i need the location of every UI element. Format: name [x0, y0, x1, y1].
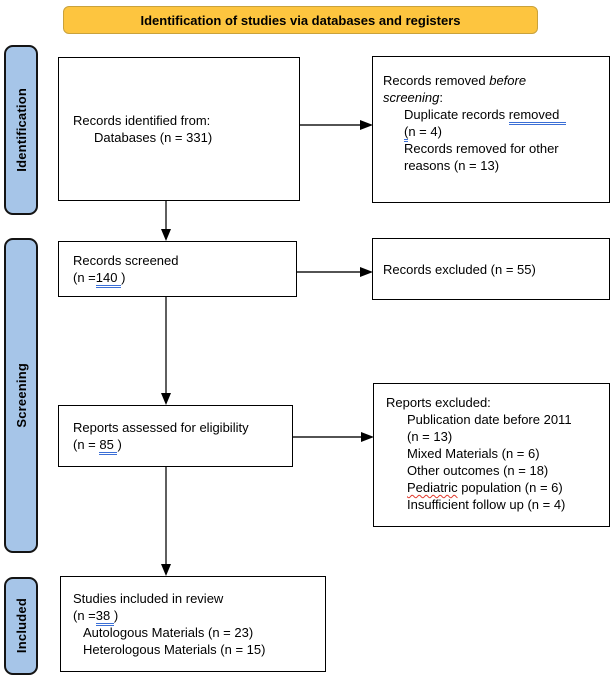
records-identified-line2: Databases (n = 331): [94, 130, 213, 145]
records-screened-line1: Records screened: [73, 253, 179, 268]
reports-excluded-title: Reports excluded:: [386, 395, 491, 410]
box-records-identified: Records identified from: Databases (n = …: [58, 57, 300, 201]
other-reasons-line2: reasons (n = 13): [404, 158, 500, 173]
records-removed-title-line1: Records removed before: [383, 73, 527, 88]
box-records-excluded: Records excluded (n = 55): [372, 238, 610, 300]
studies-included-line3: Autologous Materials (n = 23): [83, 625, 254, 640]
records-screened-count: (n =140 ): [73, 269, 296, 288]
stage-label-screening: Screening: [4, 238, 38, 553]
studies-included-line1: Studies included in review: [73, 591, 224, 606]
banner-label: Identification of studies via databases …: [140, 12, 461, 28]
reports-excluded-item3: Other outcomes (n = 18): [407, 463, 549, 478]
arrow-identified-to-removed: [300, 120, 373, 130]
reports-excluded-item1-line2: (n = 13): [407, 429, 453, 444]
reports-assessed-count: (n = 85 ): [73, 436, 292, 455]
grammar-underline-removed: removed: [508, 107, 567, 125]
stage-label-included-text: Included: [13, 598, 29, 654]
other-reasons-line1: Records removed for other: [404, 141, 559, 156]
box-records-screened: Records screened (n =140 ): [58, 241, 297, 297]
reports-assessed-line1: Reports assessed for eligibility: [73, 420, 249, 435]
records-excluded-line: Records excluded (n = 55): [383, 261, 536, 277]
stage-label-identification: Identification: [4, 45, 38, 215]
grammar-underline-paren: (: [404, 124, 409, 142]
stage-label-included: Included: [4, 577, 38, 675]
box-reports-excluded: Reports excluded: Publication date befor…: [373, 383, 610, 527]
arrow-assessed-to-reports-excluded: [293, 432, 374, 442]
reports-excluded-item1-line1: Publication date before 2011: [407, 412, 572, 427]
studies-included-line4: Heterologous Materials (n = 15): [83, 642, 266, 657]
arrow-assessed-to-included: [161, 467, 171, 576]
reports-excluded-item5: Insufficient follow up (n = 4): [407, 497, 566, 512]
records-identified-line1: Records identified from:: [73, 113, 211, 128]
studies-included-count: (n =38 ): [73, 607, 325, 626]
duplicate-records-line: Duplicate records removed: [383, 106, 603, 125]
box-reports-assessed: Reports assessed for eligibility (n = 85…: [58, 405, 293, 467]
arrow-screened-to-assessed: [161, 297, 171, 405]
reports-excluded-item4: Pediatric population (n = 6): [407, 480, 563, 495]
stage-label-screening-text: Screening: [13, 363, 29, 428]
grammar-underline-38: 38: [95, 608, 114, 626]
duplicate-records-count: (n = 4): [383, 123, 603, 142]
grammar-underline-140: 140: [95, 270, 122, 288]
box-records-removed: Records removed before screening: Duplic…: [372, 56, 610, 203]
banner-identification-via-databases: Identification of studies via databases …: [63, 6, 538, 34]
arrow-identified-to-screened: [161, 201, 171, 241]
spellcheck-underline-pediatric: Pediatric: [407, 480, 458, 495]
stage-label-identification-text: Identification: [13, 88, 29, 172]
arrow-screened-to-excluded: [297, 267, 373, 277]
reports-excluded-item2: Mixed Materials (n = 6): [407, 446, 540, 461]
box-studies-included: Studies included in review (n =38 ) Auto…: [60, 576, 326, 672]
records-removed-title-line2: screening:: [383, 90, 443, 105]
grammar-underline-85: 85: [99, 437, 118, 455]
